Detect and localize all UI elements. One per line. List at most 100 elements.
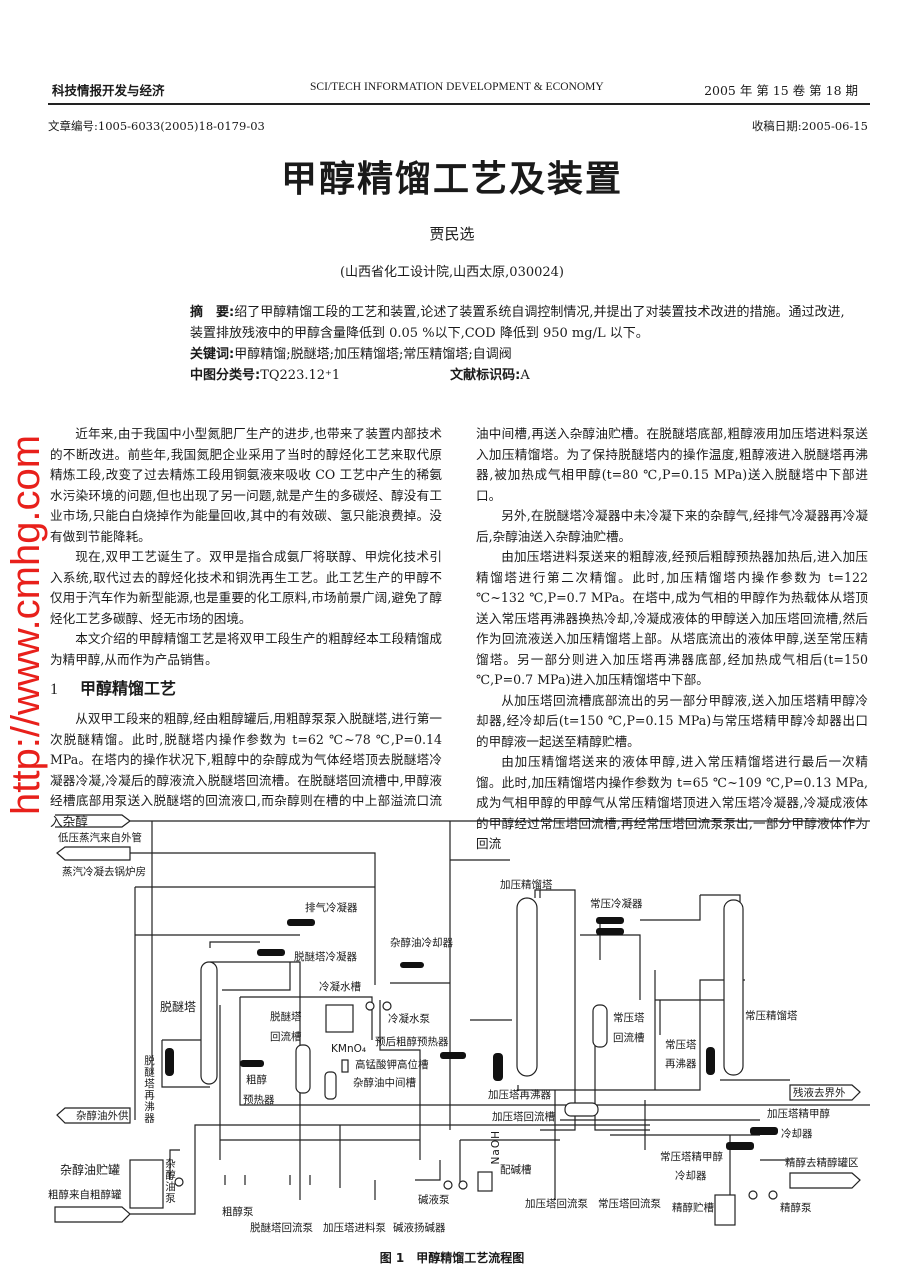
arrow-condensate-out bbox=[56, 846, 131, 861]
label-residue-out: 残液去界外 bbox=[793, 1087, 846, 1099]
label-pressure-tower: 加压精馏塔 bbox=[500, 879, 553, 891]
pressure-reflux-tank bbox=[564, 1102, 599, 1117]
label-pressure-cooler: 冷却器 bbox=[781, 1128, 813, 1140]
arrow-product-out bbox=[789, 1172, 861, 1189]
label-naoh: NaOH bbox=[490, 1130, 502, 1165]
heat-exchangers bbox=[165, 917, 778, 1150]
paragraph: 由加压精馏塔送来的液体甲醇,进入常压精馏塔进行最后一次精馏。此时,加压精馏塔内操… bbox=[476, 754, 868, 851]
journal-name-english: SCI/TECH INFORMATION DEVELOPMENT & ECONO… bbox=[310, 81, 604, 93]
fusel-mid-tank bbox=[324, 1071, 337, 1100]
body-column-right: 油中间槽,再送入杂醇油贮槽。在脱醚塔底部,粗醇液用加压塔进料泵送入加压精馏塔。为… bbox=[476, 424, 868, 855]
label-pressure-cooler: 加压塔精甲醇 bbox=[767, 1108, 830, 1120]
label-crude-from-tank: 粗醇来自粗醇罐 bbox=[48, 1189, 122, 1201]
label-fusel-storage: 杂醇油贮罐 bbox=[60, 1163, 121, 1177]
label-deether-condenser: 脱醚塔冷凝器 bbox=[294, 951, 357, 963]
label-lp-steam-in: 低压蒸汽来自外管 bbox=[58, 832, 142, 844]
label-fusel-out: 杂醇油外供 bbox=[76, 1110, 129, 1122]
label-condensate-pump: 冷凝水泵 bbox=[388, 1013, 430, 1025]
label-product-tank: 精醇贮槽 bbox=[672, 1202, 714, 1214]
keywords: 关键词:甲醇精馏;脱醚塔;加压精馏塔;常压精馏塔;自调阀 bbox=[190, 344, 850, 365]
label-pressure-reflux-tank: 加压塔回流槽 bbox=[492, 1111, 555, 1123]
label-kmno4-tank: 高锰酸钾高位槽 bbox=[355, 1059, 429, 1071]
label-fusel-cooler: 杂醇油冷却器 bbox=[390, 937, 453, 949]
paragraph: 另外,在脱醚塔冷凝器中未冷凝下来的杂醇气,经排气冷凝器再冷凝后,杂醇油送入杂醇油… bbox=[476, 508, 868, 544]
label-atm-reflux-pump: 常压塔回流泵 bbox=[598, 1198, 661, 1210]
abstract: 摘 要:绍了甲醇精馏工段的工艺和装置,论述了装置系统自调控制情况,并提出了对装置… bbox=[190, 302, 850, 386]
label-vent-condenser: 排气冷凝器 bbox=[305, 902, 358, 914]
section-number: 1 bbox=[50, 681, 58, 698]
label-product-out: 精醇去精醇罐区 bbox=[785, 1157, 859, 1169]
label-fusel-mid-tank: 杂醇油中间槽 bbox=[353, 1077, 416, 1089]
label-deether-reflux-tank: 回流槽 bbox=[270, 1031, 302, 1043]
clc-label: 中图分类号: bbox=[190, 368, 261, 383]
label-fusel-pump: 杂醇油泵 bbox=[164, 1158, 176, 1204]
paragraph: 从双甲工段来的粗醇,经由粗醇罐后,用粗醇泵泵入脱醚塔,进行第一次脱醚精馏。此时,… bbox=[50, 711, 442, 829]
classification: 中图分类号:TQ223.12⁺1 文献标识码:A bbox=[190, 365, 850, 386]
arrow-crude-in bbox=[54, 1206, 131, 1223]
label-crude-preheater: 粗醇 bbox=[246, 1074, 267, 1086]
label-crude-preheater: 预热器 bbox=[243, 1094, 275, 1106]
pressure-tower bbox=[516, 897, 538, 1077]
label-pressure-reboiler: 加压塔再沸器 bbox=[488, 1089, 551, 1101]
label-crude-pump: 粗醇泵 bbox=[222, 1206, 254, 1218]
label-atm-reboiler: 再沸器 bbox=[665, 1058, 697, 1070]
label-deether-reflux-pump: 脱醚塔回流泵 bbox=[250, 1222, 313, 1234]
label-pressure-feed-pump: 加压塔进料泵 bbox=[323, 1222, 386, 1234]
label-alkali-lifter: 碱液扬碱器 bbox=[393, 1222, 446, 1234]
keywords-label: 关键词: bbox=[190, 347, 235, 362]
fusel-storage-tank bbox=[129, 1159, 164, 1209]
abstract-text: 绍了甲醇精馏工段的工艺和装置,论述了装置系统自调控制情况,并提出了对装置技术改进… bbox=[190, 305, 845, 341]
issue-info: 2005 年 第 15 卷 第 18 期 bbox=[704, 83, 858, 98]
paragraph: 近年来,由于我国中小型氮肥厂生产的进步,也带来了装置内部技术的不断改进。前些年,… bbox=[50, 426, 442, 544]
received-date: 收稿日期:2005-06-15 bbox=[751, 119, 868, 133]
label-pressure-reflux-pump: 加压塔回流泵 bbox=[525, 1198, 588, 1210]
affiliation: (山西省化工设计院,山西太原,030024) bbox=[339, 265, 565, 280]
label-crude-preheater-after: 预后粗醇预热器 bbox=[375, 1036, 449, 1048]
deether-tower bbox=[200, 961, 218, 1085]
paragraph: 油中间槽,再送入杂醇油贮槽。在脱醚塔底部,粗醇液用加压塔进料泵送入加压精馏塔。为… bbox=[476, 426, 868, 503]
label-kmno4: KMnO₄ bbox=[331, 1043, 367, 1055]
paragraph: 本文介绍的甲醇精馏工艺是将双甲工段生产的粗醇经本工段精馏成为精甲醇,从而作为产品… bbox=[50, 631, 442, 667]
label-product-pump: 精醇泵 bbox=[780, 1202, 812, 1214]
label-condensate-tank: 冷凝水槽 bbox=[319, 981, 361, 993]
atm-tower bbox=[723, 899, 744, 1076]
label-deether-tower: 脱醚塔 bbox=[160, 1000, 197, 1014]
label-deether-reflux-tank: 脱醚塔 bbox=[270, 1011, 302, 1023]
label-atm-tower: 常压精馏塔 bbox=[745, 1010, 798, 1022]
label-deether-reboiler: 脱醚塔再沸器 bbox=[143, 1055, 155, 1124]
deether-reflux-tank bbox=[295, 1044, 311, 1094]
label-alkali-pump: 碱液泵 bbox=[418, 1194, 450, 1206]
body-column-left: 近年来,由于我国中小型氮肥厂生产的进步,也带来了装置内部技术的不断改进。前些年,… bbox=[50, 424, 442, 832]
label-atm-reboiler: 常压塔 bbox=[665, 1039, 697, 1051]
pipes bbox=[209, 941, 870, 1106]
section-title: 甲醇精馏工艺 bbox=[80, 679, 177, 698]
condensate-tank bbox=[325, 1004, 354, 1033]
paper-title: 甲醇精馏工艺及装置 bbox=[280, 159, 623, 200]
label-atm-reflux-tank: 回流槽 bbox=[613, 1032, 645, 1044]
label-alkali-tank: 配碱槽 bbox=[500, 1164, 532, 1176]
kmno4-tank bbox=[341, 1059, 349, 1073]
alkali-tank bbox=[477, 1171, 493, 1192]
label-atm-cooler: 常压塔精甲醇 bbox=[660, 1151, 723, 1163]
product-tank bbox=[714, 1194, 736, 1226]
watermark: http://www.cmhg.com bbox=[4, 434, 48, 815]
label-condensate-out: 蒸汽冷凝去锅炉房 bbox=[62, 866, 146, 878]
section-heading: 1 甲醇精馏工艺 bbox=[50, 678, 442, 701]
author: 贾民选 bbox=[429, 225, 475, 243]
paragraph: 现在,双甲工艺诞生了。双甲是指合成氨厂将联醇、甲烷化技术引入系统,取代过去的醇烃… bbox=[50, 549, 442, 626]
abstract-body: 摘 要:绍了甲醇精馏工段的工艺和装置,论述了装置系统自调控制情况,并提出了对装置… bbox=[190, 302, 850, 344]
paragraph: 由加压塔进料泵送来的粗醇液,经预后粗醇预热器加热后,进入加压精馏塔进行第二次精馏… bbox=[476, 549, 868, 687]
paragraph: 从加压塔回流槽底部流出的另一部分甲醇液,送入加压塔精甲醇冷却器,经冷却后(t=1… bbox=[476, 692, 868, 749]
label-atm-condenser: 常压冷凝器 bbox=[590, 898, 643, 910]
clc-value: TQ223.12⁺1 bbox=[260, 368, 341, 383]
header-rule bbox=[48, 103, 870, 105]
label-atm-reflux-tank: 常压塔 bbox=[613, 1012, 645, 1024]
keywords-text: 甲醇精馏;脱醚塔;加压精馏塔;常压精馏塔;自调阀 bbox=[234, 347, 512, 362]
doc-code-value: A bbox=[520, 368, 530, 383]
journal-name: 科技情报开发与经济 bbox=[52, 83, 165, 98]
doc-code-label: 文献标识码: bbox=[450, 368, 521, 383]
figure-caption: 图 1 甲醇精馏工艺流程图 bbox=[379, 1251, 525, 1265]
atm-reflux-tank bbox=[592, 1004, 608, 1048]
label-atm-cooler: 冷却器 bbox=[675, 1170, 707, 1182]
abstract-label: 摘 要: bbox=[190, 305, 235, 320]
